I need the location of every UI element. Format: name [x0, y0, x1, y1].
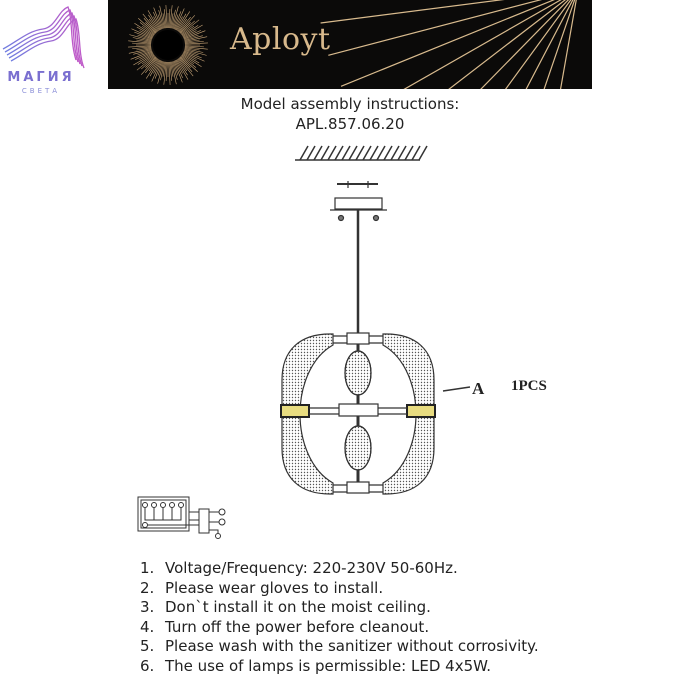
item-text: Please wash with the sanitizer without c… [165, 637, 539, 656]
wave-logo-icon [2, 6, 85, 69]
instructions-list: 1. Voltage/Frequency: 220-230V 50-60Hz. 2… [140, 559, 539, 677]
item-number: 3. [140, 598, 155, 617]
logo-subtitle: СВЕТА [21, 87, 61, 95]
logo-title: МАГИЯ [7, 70, 75, 85]
list-item: 4. Turn off the power before cleanout. [140, 618, 539, 638]
canopy [334, 197, 383, 210]
item-text: Don`t install it on the moist ceiling. [165, 598, 431, 617]
wiring-diagram-icon [137, 496, 226, 539]
item-number: 5. [140, 637, 155, 656]
magiya-sveta-logo: МАГИЯ СВЕТА [0, 4, 90, 96]
sunburst-decoration-icon [128, 0, 577, 89]
item-number: 4. [140, 617, 155, 636]
list-item: 1. Voltage/Frequency: 220-230V 50-60Hz. [140, 559, 539, 579]
list-item: 2. Please wear gloves to install. [140, 579, 539, 599]
instructions-title: Model assembly instructions: [240, 95, 460, 113]
item-number: 1. [140, 559, 155, 577]
list-item: 6. The use of lamps is permissible: LED 4… [140, 657, 539, 677]
brand-name: Aployt [230, 22, 331, 57]
item-number: 6. [140, 656, 155, 675]
item-text: Turn off the power before cleanout. [165, 617, 430, 636]
item-number: 2. [140, 578, 155, 597]
model-number: APL.857.06.20 [295, 115, 405, 133]
brand-banner: Aployt [108, 0, 592, 89]
part-quantity: 1PCS [511, 378, 547, 394]
list-item: 5. Please wash with the sanitizer without… [140, 637, 539, 657]
part-letter: A [472, 379, 485, 398]
ceiling-hatch-icon [295, 145, 428, 161]
list-item: 3. Don`t install it on the moist ceiling. [140, 598, 539, 618]
item-text: Voltage/Frequency: 220-230V 50-60Hz. [165, 559, 458, 577]
item-text: The use of lamps is permissible: LED 4x5… [165, 656, 492, 675]
item-text: Please wear gloves to install. [165, 578, 384, 597]
assembly-drawing: A 1PCS [137, 145, 547, 539]
